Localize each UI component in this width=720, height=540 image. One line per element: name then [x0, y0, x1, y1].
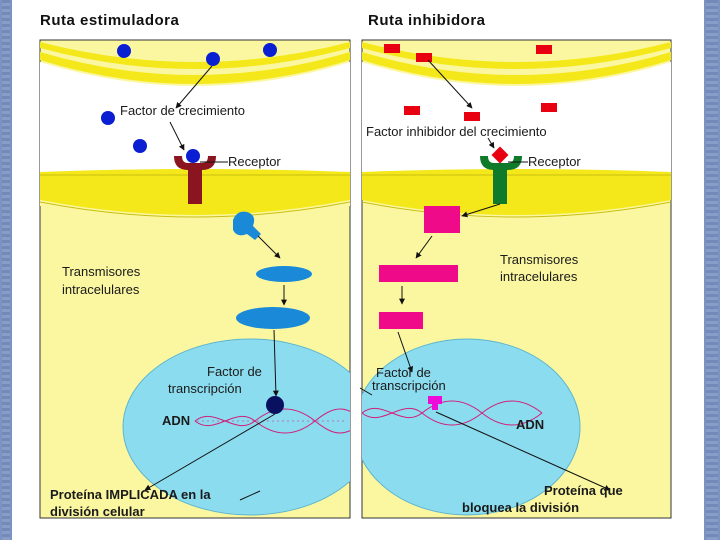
growth-factor-molecule	[186, 149, 200, 163]
left-transcription-factor	[266, 396, 284, 414]
growth-factor-molecule	[101, 111, 115, 125]
left-receptor	[174, 156, 216, 204]
left-panel-title: Ruta estimuladora	[40, 12, 180, 29]
growth-factor-molecule	[263, 43, 277, 57]
right-nucleus	[362, 338, 581, 516]
right-transmisores-label-1: Transmisores	[500, 252, 579, 267]
right-transmisor-2	[379, 265, 458, 282]
left-factor-transcripcion-label-1: Factor de	[207, 364, 262, 379]
left-transmisores-label-2: intracelulares	[62, 282, 140, 297]
inhibitor-molecule	[536, 45, 552, 54]
right-transmisores-label-2: intracelulares	[500, 269, 578, 284]
right-factor-transcripcion-label-2: transcripción	[372, 378, 446, 393]
right-receptor	[480, 146, 522, 204]
left-decorative-strip	[0, 0, 12, 540]
inhibitor-molecule	[404, 106, 420, 115]
left-transmisores-label-1: Transmisores	[62, 264, 141, 279]
right-receptor-label: Receptor	[528, 154, 581, 169]
left-factor-label: Factor de crecimiento	[120, 103, 245, 118]
left-adn-label: ADN	[162, 413, 190, 428]
right-cell-membrane	[362, 169, 671, 215]
left-outer-membrane-top-2	[40, 52, 350, 84]
right-factor-transcripcion-label-1: Factor de	[376, 365, 431, 380]
left-factor-transcripcion-label-2: transcripción	[168, 381, 242, 396]
right-panel-title: Ruta inhibidora	[368, 12, 486, 29]
inhibitor-molecule	[416, 53, 432, 62]
right-decorative-strip	[704, 0, 720, 540]
right-extracellular-space	[362, 62, 671, 175]
right-protein-label-1: Proteína que	[544, 483, 623, 498]
left-extracellular-space	[40, 62, 350, 175]
growth-factor-molecule	[133, 139, 147, 153]
left-protein-label-2: división celular	[50, 504, 145, 519]
growth-factor-molecule	[117, 44, 131, 58]
right-transmisor-1	[424, 206, 460, 233]
left-transmisor-2	[256, 266, 312, 282]
inhibitor-molecule	[464, 112, 480, 121]
left-outer-membrane-top	[40, 42, 350, 69]
left-transmisor-1	[233, 211, 261, 240]
right-transcription-factor	[428, 396, 442, 410]
left-nucleus	[122, 338, 350, 516]
right-transmisor-3	[379, 312, 423, 329]
inhibitor-molecule	[384, 44, 400, 53]
inhibitor-molecule	[541, 103, 557, 112]
right-panel: Factor inhibidor del crecimiento Recepto…	[359, 39, 672, 519]
left-transmisor-3	[236, 307, 310, 329]
right-outer-membrane-top-2	[362, 52, 671, 84]
right-adn-label: ADN	[516, 417, 544, 432]
growth-factor-molecule	[206, 52, 220, 66]
right-outer-membrane-top	[362, 42, 671, 69]
left-protein-label-1: Proteína IMPLICADA en la	[50, 487, 211, 502]
right-protein-label-2: bloquea la división	[462, 500, 579, 515]
left-receptor-label: Receptor	[228, 154, 281, 169]
right-factor-label: Factor inhibidor del crecimiento	[366, 124, 547, 139]
right-dna	[362, 400, 543, 426]
left-panel: Factor de crecimiento Receptor Transmiso…	[39, 39, 351, 519]
